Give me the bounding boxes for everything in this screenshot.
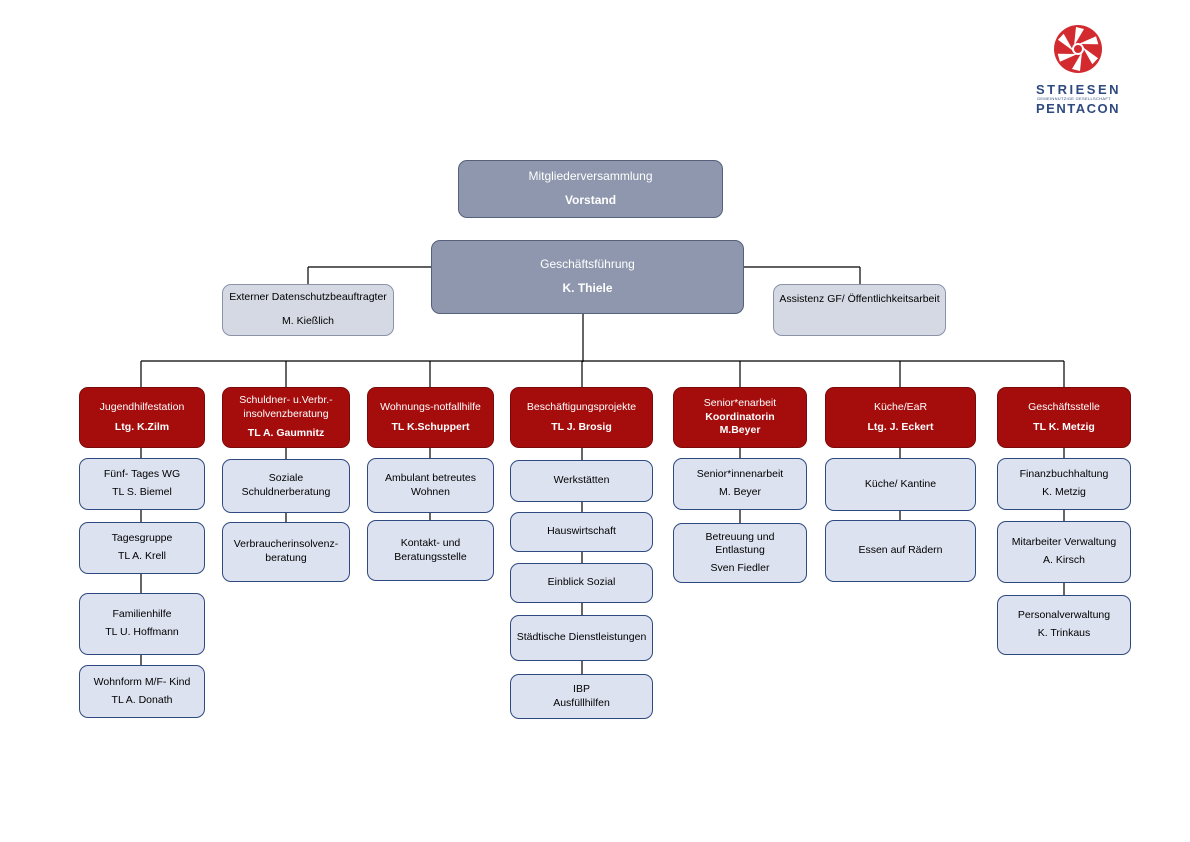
unit-name: Senior*innenarbeit: [696, 468, 784, 481]
unit-lead: TL U. Hoffmann: [105, 626, 179, 638]
datenschutz-box: Externer Datenschutzbeauftragter M. Kieß…: [222, 284, 394, 336]
unit-box: Finanzbuchhaltung K. Metzig: [997, 458, 1131, 510]
gf-line1: Geschäftsführung: [540, 257, 635, 272]
unit-box: Familienhilfe TL U. Hoffmann: [79, 593, 205, 655]
left-staff-line1: Externer Datenschutzbeauftragter: [229, 291, 387, 304]
unit-box: Fünf- Tages WG TL S. Biemel: [79, 458, 205, 510]
logo-wordmark-pentacon: PENTACON: [1036, 101, 1120, 116]
striesen-pentacon-logo-icon: [1054, 25, 1102, 73]
unit-name: Familienhilfe: [112, 608, 172, 621]
department-lead: TL K. Metzig: [1033, 420, 1095, 433]
logo-wordmark-striesen: STRIESEN: [1036, 82, 1122, 97]
unit-name: Verbraucherinsolvenz-beratung: [233, 538, 339, 564]
unit-box: Hauswirtschaft: [510, 512, 653, 552]
unit-box: Mitarbeiter Verwaltung A. Kirsch: [997, 521, 1131, 583]
unit-box: Einblick Sozial: [510, 563, 653, 603]
department-head-box: Schuldner- u.Verbr.-insolvenzberatung TL …: [222, 387, 350, 448]
unit-box: Tagesgruppe TL A. Krell: [79, 522, 205, 574]
gf-line2: K. Thiele: [562, 281, 613, 295]
geschaeftsfuehrung-box: Geschäftsführung K. Thiele: [431, 240, 744, 314]
unit-name: Wohnform M/F- Kind: [93, 675, 191, 688]
unit-box: Küche/ Kantine: [825, 458, 976, 511]
department-lead: TL A. Gaumnitz: [247, 427, 325, 440]
logo-tagline: GEMEINNÜTZIGE GESELLSCHAFT: [1037, 96, 1111, 101]
unit-box: Senior*innenarbeit M. Beyer: [673, 458, 807, 510]
department-head-box: Geschäftsstelle TL K. Metzig: [997, 387, 1131, 448]
department-title: Senior*enarbeit: [703, 397, 777, 410]
unit-box: Personalverwaltung K. Trinkaus: [997, 595, 1131, 655]
unit-box: Werkstätten: [510, 460, 653, 502]
assistenz-box: Assistenz GF/ Öffentlichkeitsarbeit: [773, 284, 946, 336]
department-title: Schuldner- u.Verbr.-insolvenzberatung: [239, 394, 333, 420]
unit-lead: A. Kirsch: [1042, 554, 1085, 566]
unit-box: Essen auf Rädern: [825, 520, 976, 582]
top-line1: Mitgliederversammlung: [528, 169, 653, 184]
department-title: Küche/EaR: [873, 400, 928, 413]
right-staff-line1: Assistenz GF/ Öffentlichkeitsarbeit: [779, 293, 940, 305]
department-lead: Ltg. J. Eckert: [867, 420, 934, 433]
unit-lead: TL A. Donath: [111, 693, 173, 706]
unit-name: Hauswirtschaft: [547, 525, 616, 538]
department-lead: TL K.Schuppert: [391, 420, 470, 433]
unit-name: Einblick Sozial: [547, 576, 616, 589]
unit-name: Essen auf Rädern: [858, 544, 943, 557]
unit-name: Personalverwaltung: [1017, 609, 1111, 622]
unit-lead: K. Metzig: [1042, 486, 1086, 498]
department-head-box: Wohnungs-notfallhilfe TL K.Schuppert: [367, 387, 494, 448]
unit-lead: Sven Fiedler: [710, 561, 770, 574]
unit-lead: TL A. Krell: [117, 550, 167, 562]
unit-lead: K. Trinkaus: [1037, 627, 1091, 639]
unit-name: Küche/ Kantine: [864, 477, 937, 490]
department-title: Wohnungs-notfallhilfe: [380, 400, 481, 413]
unit-name: Mitarbeiter Verwaltung: [1011, 536, 1117, 549]
unit-name: Fünf- Tages WG: [103, 468, 181, 481]
unit-box: Städtische Dienstleistungen: [510, 615, 653, 661]
department-head-box: Beschäftigungsprojekte TL J. Brosig: [510, 387, 653, 448]
unit-lead: M. Beyer: [718, 486, 761, 498]
unit-name: Tagesgruppe: [111, 532, 173, 545]
mitgliederversammlung-box: Mitgliederversammlung Vorstand: [458, 160, 723, 218]
department-lead: TL J. Brosig: [551, 420, 612, 433]
left-staff-line2: M. Kießlich: [282, 315, 334, 327]
department-head-box: Küche/EaR Ltg. J. Eckert: [825, 387, 976, 448]
top-line2: Vorstand: [564, 193, 617, 207]
department-title: Jugendhilfestation: [99, 400, 185, 413]
department-title: Geschäftsstelle: [1028, 400, 1100, 413]
department-title: Beschäftigungsprojekte: [526, 400, 637, 413]
unit-name: Finanzbuchhaltung: [1019, 468, 1109, 481]
unit-lead: TL S. Biemel: [112, 486, 172, 498]
unit-name: Werkstätten: [553, 474, 610, 487]
department-lead: Ltg. K.Zilm: [114, 420, 170, 433]
unit-box: Verbraucherinsolvenz-beratung: [222, 522, 350, 582]
unit-name: Städtische Dienstleistungen: [516, 631, 647, 644]
unit-box: Wohnform M/F- Kind TL A. Donath: [79, 665, 205, 718]
